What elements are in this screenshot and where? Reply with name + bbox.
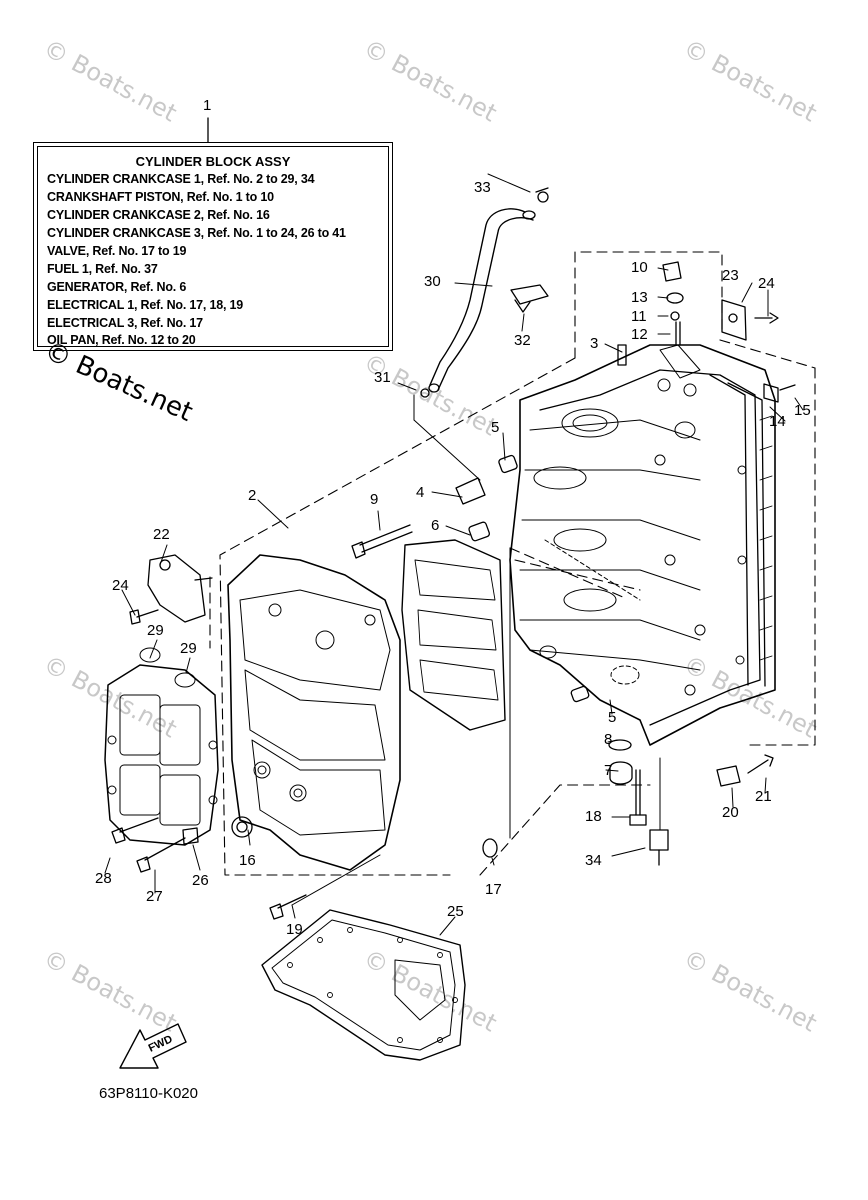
callout-24[interactable]: 24 <box>112 577 129 594</box>
callout-3[interactable]: 3 <box>590 335 599 352</box>
legend-line: FUEL 1, Ref. No. 37 <box>47 262 158 276</box>
callout-12[interactable]: 12 <box>631 326 648 343</box>
legend-line: CRANKSHAFT PISTON, Ref. No. 1 to 10 <box>47 190 274 204</box>
callout-26[interactable]: 26 <box>192 872 209 889</box>
callout-4[interactable]: 4 <box>416 484 425 501</box>
callout-9[interactable]: 9 <box>370 491 379 508</box>
callout-15[interactable]: 15 <box>794 402 811 419</box>
callout-27[interactable]: 27 <box>146 888 163 905</box>
callout-20[interactable]: 20 <box>722 804 739 821</box>
legend-line: ELECTRICAL 1, Ref. No. 17, 18, 19 <box>47 298 244 312</box>
callout-30[interactable]: 30 <box>424 273 441 290</box>
callout-5[interactable]: 5 <box>608 709 617 726</box>
callout-21[interactable]: 21 <box>755 788 772 805</box>
legend-line: OIL PAN, Ref. No. 12 to 20 <box>47 333 196 347</box>
callout-1[interactable]: 1 <box>203 97 212 114</box>
callout-10[interactable]: 10 <box>631 259 648 276</box>
assembly-legend: CYLINDER BLOCK ASSY CYLINDER CRANKCASE 1… <box>33 142 393 351</box>
callout-13[interactable]: 13 <box>631 289 648 306</box>
legend-line: VALVE, Ref. No. 17 to 19 <box>47 244 187 258</box>
legend-line: GENERATOR, Ref. No. 6 <box>47 280 187 294</box>
callout-29[interactable]: 29 <box>147 622 164 639</box>
callout-16[interactable]: 16 <box>239 852 256 869</box>
legend-line: CYLINDER CRANKCASE 3, Ref. No. 1 to 24, … <box>47 226 346 240</box>
callout-33[interactable]: 33 <box>474 179 491 196</box>
callout-19[interactable]: 19 <box>286 921 303 938</box>
callout-18[interactable]: 18 <box>585 808 602 825</box>
callout-17[interactable]: 17 <box>485 881 502 898</box>
callout-29[interactable]: 29 <box>180 640 197 657</box>
callout-34[interactable]: 34 <box>585 852 602 869</box>
callout-32[interactable]: 32 <box>514 332 531 349</box>
callout-6[interactable]: 6 <box>431 517 440 534</box>
callout-22[interactable]: 22 <box>153 526 170 543</box>
callout-25[interactable]: 25 <box>447 903 464 920</box>
callout-31[interactable]: 31 <box>374 369 391 386</box>
legend-line: CYLINDER CRANKCASE 1, Ref. No. 2 to 29, … <box>47 172 315 186</box>
legend-line: CYLINDER CRANKCASE 2, Ref. No. 16 <box>47 208 270 222</box>
legend-title: CYLINDER BLOCK ASSY <box>135 154 291 169</box>
callout-14[interactable]: 14 <box>769 413 786 430</box>
legend-line: ELECTRICAL 3, Ref. No. 17 <box>47 316 203 330</box>
callout-11[interactable]: 11 <box>631 308 647 325</box>
callout-5[interactable]: 5 <box>491 419 500 436</box>
callout-24[interactable]: 24 <box>758 275 775 292</box>
callout-2[interactable]: 2 <box>248 487 257 504</box>
diagram-code: 63P8110-K020 <box>99 1085 198 1102</box>
callout-28[interactable]: 28 <box>95 870 112 887</box>
callout-23[interactable]: 23 <box>722 267 739 284</box>
callout-7[interactable]: 7 <box>604 762 613 779</box>
callout-8[interactable]: 8 <box>604 731 613 748</box>
